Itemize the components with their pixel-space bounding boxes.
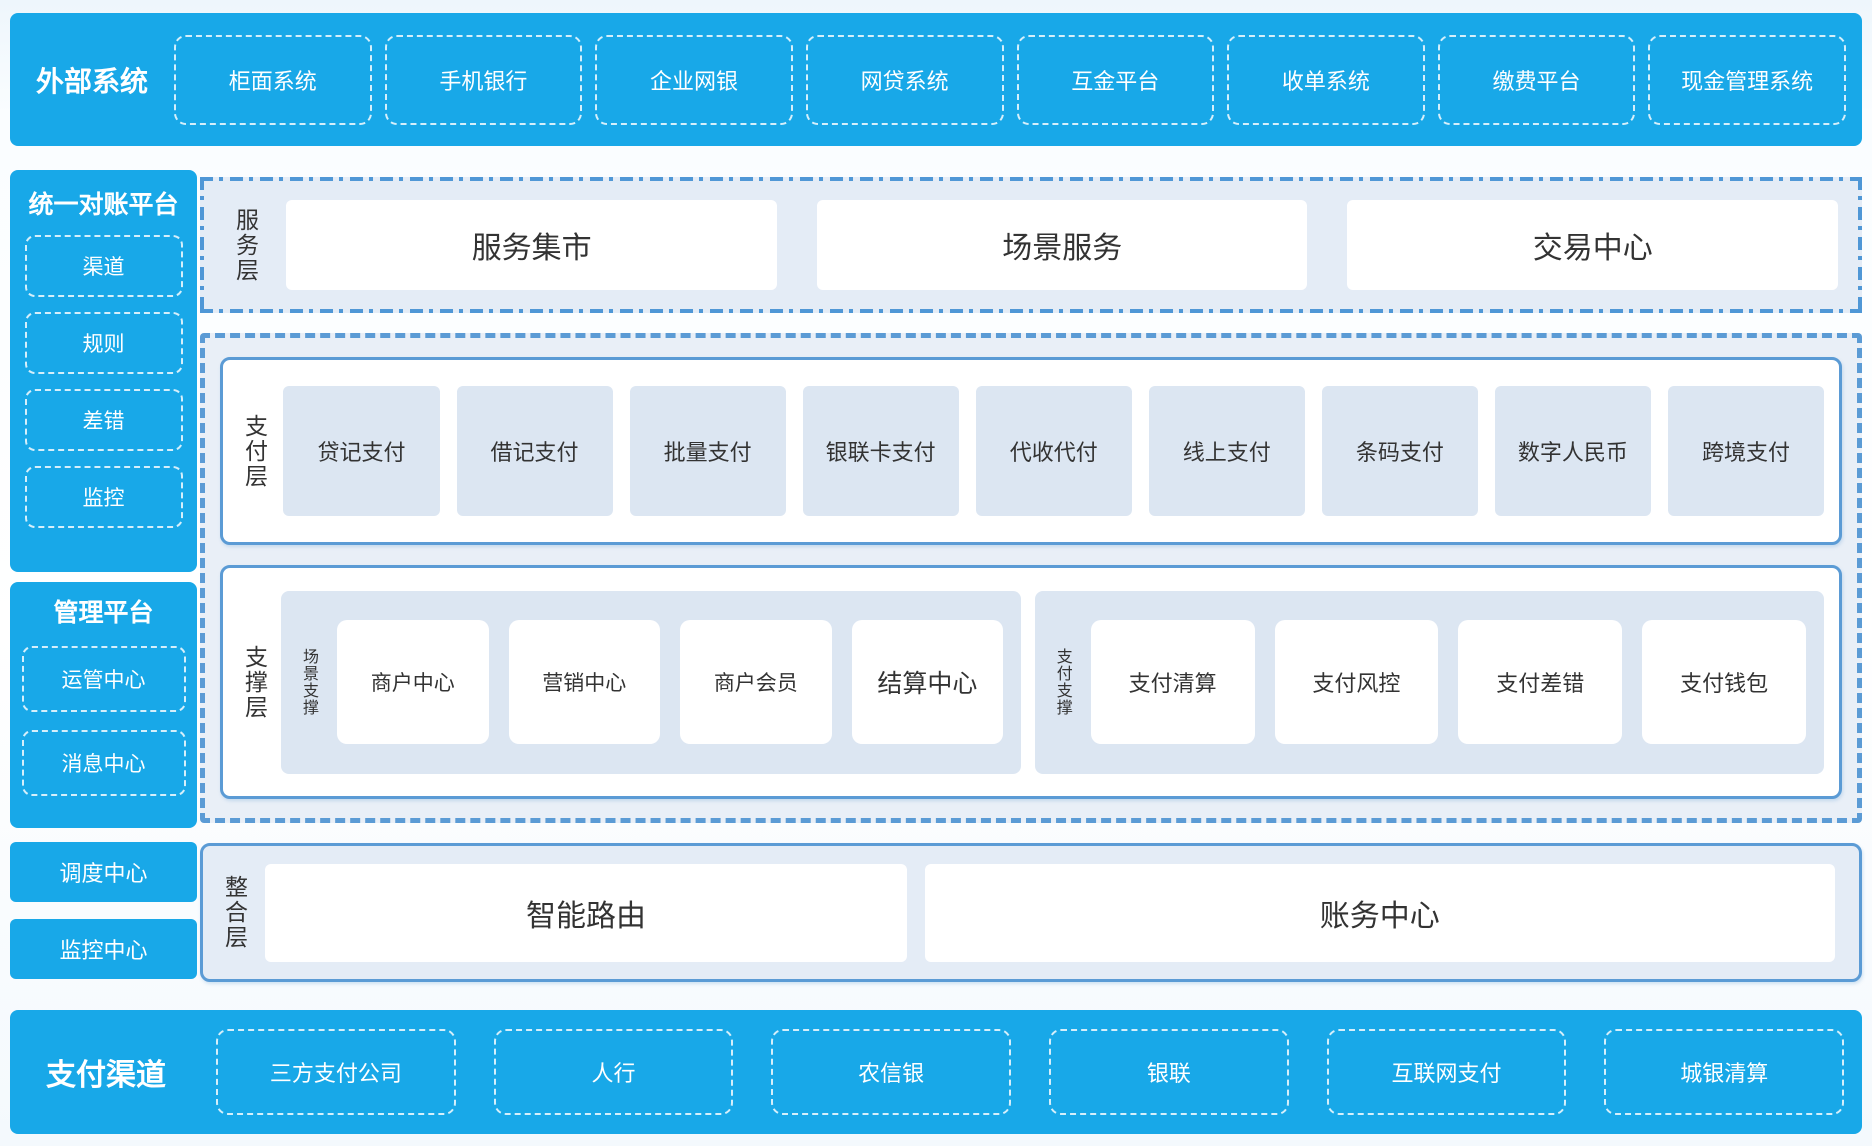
payment-channel-item: 人行	[493, 1029, 734, 1115]
payment-channel-item: 城银清算	[1604, 1029, 1845, 1115]
integration-item: 账务中心	[924, 863, 1835, 962]
dispatch-center-block: 调度中心	[10, 842, 197, 902]
service-item: 场景服务	[816, 200, 1308, 290]
management-item: 运管中心	[21, 646, 186, 712]
scene-support-item: 结算中心	[851, 620, 1004, 744]
service-layer-label: 服务层	[232, 207, 259, 283]
payment-channels-title: 支付渠道	[46, 1059, 166, 1092]
external-system-item: 收单系统	[1227, 34, 1425, 125]
payment-channel-item: 三方支付公司	[216, 1029, 456, 1115]
service-layer: 服务层 服务集市 场景服务 交易中心	[200, 177, 1862, 313]
payment-item: 批量支付	[629, 386, 786, 516]
external-system-item: 手机银行	[384, 34, 583, 125]
payment-channel-item: 互联网支付	[1326, 1029, 1567, 1115]
external-systems-bar: 外部系统 柜面系统 手机银行 企业网银 网贷系统 互金平台 收单系统 缴费平台 …	[10, 13, 1862, 146]
support-layer: 支撑层 场景支撑 商户中心 营销中心 商户会员 结算中心 支付支撑 支付清算 支…	[220, 565, 1842, 799]
payment-support-group: 支付支撑 支付清算 支付风控 支付差错 支付钱包	[1035, 590, 1824, 774]
payment-item: 代收代付	[975, 386, 1132, 516]
integration-layer-label: 整合层	[221, 875, 248, 950]
payment-support-item: 支付风控	[1274, 620, 1439, 744]
core-layers-container: 支付层 贷记支付 借记支付 批量支付 银联卡支付 代收代付 线上支付 条码支付 …	[200, 333, 1862, 823]
payment-support-item: 支付钱包	[1642, 620, 1806, 744]
payment-item: 跨境支付	[1667, 386, 1824, 516]
payment-support-item: 支付差错	[1458, 620, 1623, 744]
external-systems-items: 柜面系统 手机银行 企业网银 网贷系统 互金平台 收单系统 缴费平台 现金管理系…	[174, 34, 1846, 125]
payment-item: 条码支付	[1321, 386, 1478, 516]
external-systems-title: 外部系统	[36, 65, 149, 97]
external-system-item: 互金平台	[1016, 34, 1215, 125]
external-system-item: 现金管理系统	[1648, 34, 1846, 125]
reconciliation-platform-title: 统一对账平台	[28, 191, 179, 219]
payment-item: 贷记支付	[283, 386, 440, 516]
service-item: 交易中心	[1347, 200, 1838, 290]
integration-layer-items: 智能路由 账务中心	[265, 863, 1835, 962]
payment-channels-items: 三方支付公司 人行 农信银 银联 互联网支付 城银清算	[216, 1029, 1845, 1115]
external-system-item: 网贷系统	[805, 34, 1004, 125]
management-platform-block: 管理平台 运管中心 消息中心	[10, 582, 197, 828]
payment-layer-items: 贷记支付 借记支付 批量支付 银联卡支付 代收代付 线上支付 条码支付 数字人民…	[283, 386, 1824, 516]
payment-channels-bar: 支付渠道 三方支付公司 人行 农信银 银联 互联网支付 城银清算	[10, 1010, 1862, 1134]
external-system-item: 柜面系统	[174, 34, 372, 125]
payment-support-item: 支付清算	[1090, 620, 1255, 744]
external-system-item: 企业网银	[595, 34, 793, 125]
management-item: 消息中心	[21, 730, 186, 796]
payment-item: 借记支付	[456, 386, 613, 516]
reconciliation-item: 差错	[24, 389, 183, 451]
integration-layer: 整合层 智能路由 账务中心	[200, 843, 1862, 982]
scene-support-label: 场景支撑	[300, 648, 318, 716]
management-platform-title: 管理平台	[53, 599, 154, 627]
reconciliation-item: 渠道	[24, 235, 183, 297]
monitor-center-block: 监控中心	[10, 919, 197, 979]
external-system-item: 缴费平台	[1437, 34, 1636, 125]
scene-support-item: 营销中心	[508, 620, 661, 744]
service-layer-items: 服务集市 场景服务 交易中心	[286, 200, 1838, 290]
payment-item: 数字人民币	[1494, 386, 1651, 516]
integration-item: 智能路由	[265, 863, 907, 962]
reconciliation-item: 规则	[24, 312, 183, 374]
payment-layer: 支付层 贷记支付 借记支付 批量支付 银联卡支付 代收代付 线上支付 条码支付 …	[220, 357, 1842, 545]
payment-support-label: 支付支撑	[1053, 648, 1071, 716]
service-item: 服务集市	[286, 200, 777, 290]
scene-support-group: 场景支撑 商户中心 营销中心 商户会员 结算中心	[281, 590, 1022, 774]
reconciliation-platform-block: 统一对账平台 渠道 规则 差错 监控	[10, 170, 197, 572]
support-layer-label: 支撑层	[241, 644, 268, 720]
payment-layer-label: 支付层	[241, 413, 268, 489]
payment-item: 银联卡支付	[802, 386, 959, 516]
reconciliation-item: 监控	[24, 466, 183, 528]
payment-channel-item: 银联	[1049, 1029, 1289, 1115]
scene-support-item: 商户会员	[680, 620, 832, 744]
payment-item: 线上支付	[1148, 386, 1305, 516]
payment-channel-item: 农信银	[771, 1029, 1012, 1115]
scene-support-item: 商户中心	[337, 620, 489, 744]
